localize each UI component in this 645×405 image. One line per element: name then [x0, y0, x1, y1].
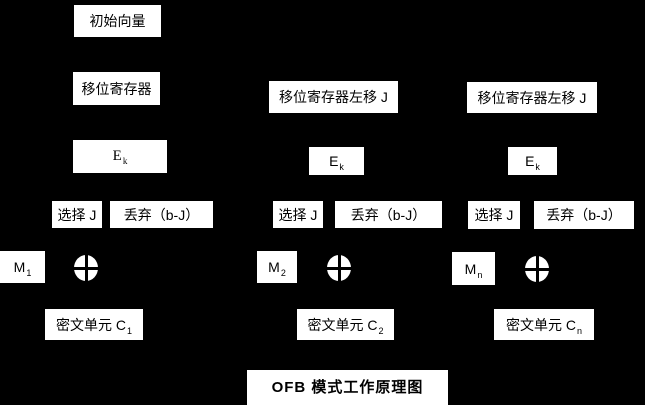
- discard-box-2: 丢弃（b-J）: [335, 201, 442, 228]
- message-m2-box: M2: [257, 251, 297, 283]
- initial-vector-label: 初始向量: [89, 13, 146, 29]
- c1-subscript: 1: [126, 325, 132, 336]
- select-j-box-2: 选择 J: [273, 201, 323, 228]
- ek-subscript-1: k: [122, 156, 128, 166]
- c2-subscript: 2: [378, 325, 384, 336]
- ek-subscript-2: k: [339, 162, 344, 172]
- encryption-ek-box-2: Ek: [309, 147, 364, 175]
- diagram-title: OFB 模式工作原理图: [271, 379, 424, 396]
- ciphertext-c2-label: 密文单元 C2: [307, 316, 384, 336]
- select-j-label-3: 选择 J: [474, 207, 514, 223]
- shift-register-left-label-2: 移位寄存器左移 J: [279, 89, 388, 105]
- m2-label: M2: [268, 259, 286, 278]
- xor-icon-3: [525, 256, 549, 282]
- shift-register-left-label-3: 移位寄存器左移 J: [477, 89, 587, 106]
- ciphertext-cn-label: 密文单元 Cn: [505, 316, 582, 336]
- ek-label-1: Ek: [112, 148, 128, 166]
- mn-subscript: n: [477, 269, 483, 280]
- shift-register-left-box-2: 移位寄存器左移 J: [269, 81, 398, 113]
- xor-icon-2: [327, 255, 351, 281]
- message-m1-box: M1: [0, 251, 45, 283]
- initial-vector-box: 初始向量: [74, 5, 161, 37]
- discard-label-1: 丢弃（b-J）: [123, 206, 200, 223]
- ek-label-3: Ek: [525, 153, 540, 172]
- discard-box-3: 丢弃（b-J）: [534, 201, 634, 229]
- cn-subscript: n: [576, 325, 582, 336]
- shift-register-left-box-3: 移位寄存器左移 J: [467, 82, 597, 113]
- select-j-box-1: 选择 J: [52, 201, 102, 228]
- shift-register-label-1: 移位寄存器: [81, 80, 152, 97]
- encryption-ek-box-3: Ek: [508, 147, 557, 175]
- ek-subscript-3: k: [535, 162, 540, 172]
- ciphertext-c2-box: 密文单元 C2: [297, 309, 394, 340]
- ciphertext-cn-box: 密文单元 Cn: [494, 309, 594, 340]
- discard-label-2: 丢弃（b-J）: [350, 206, 427, 223]
- xor-vertical-line-1: [84, 255, 88, 281]
- select-j-label-2: 选择 J: [278, 206, 318, 223]
- mn-label: Mn: [464, 260, 483, 280]
- m1-subscript: 1: [26, 268, 32, 278]
- xor-vertical-line-2: [337, 255, 341, 281]
- m1-label: M1: [13, 259, 32, 278]
- select-j-label-1: 选择 J: [57, 206, 97, 223]
- discard-label-3: 丢弃（b-J）: [546, 207, 622, 223]
- ek-label-2: Ek: [329, 153, 344, 172]
- diagram-title-box: OFB 模式工作原理图: [247, 370, 448, 405]
- encryption-ek-box-1: Ek: [73, 140, 167, 173]
- message-mn-box: Mn: [452, 252, 495, 285]
- ciphertext-c1-box: 密文单元 C1: [45, 309, 143, 340]
- xor-vertical-line-3: [535, 256, 539, 282]
- select-j-box-3: 选择 J: [468, 201, 520, 229]
- m2-subscript: 2: [280, 268, 286, 278]
- ciphertext-c1-label: 密文单元 C1: [55, 316, 132, 336]
- discard-box-1: 丢弃（b-J）: [110, 201, 213, 228]
- shift-register-box-1: 移位寄存器: [73, 72, 160, 105]
- xor-icon-1: [74, 255, 98, 281]
